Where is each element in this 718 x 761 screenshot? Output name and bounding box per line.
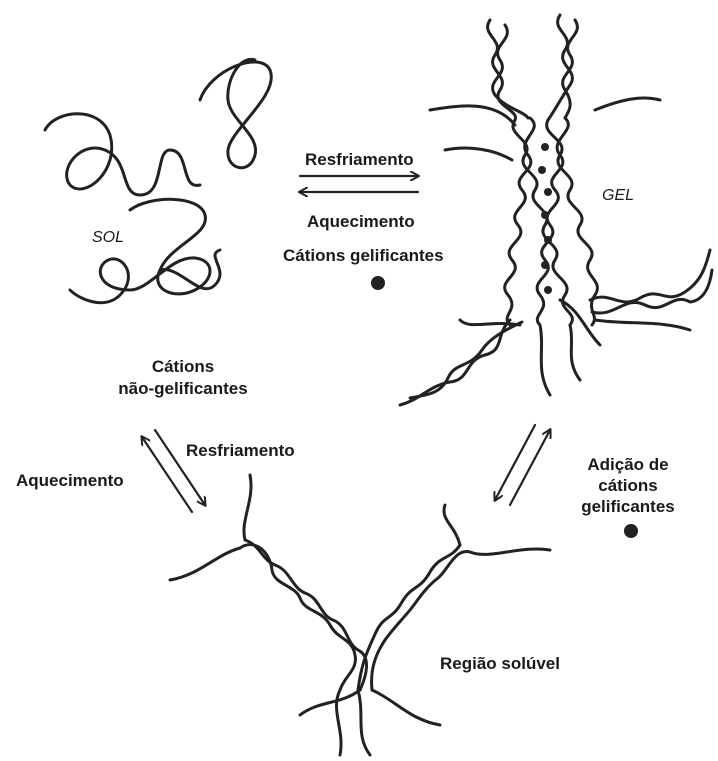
gel-branch-right-tail [595,320,690,330]
soluble-tail-4 [470,549,550,554]
gel-helix-left [513,120,572,325]
soluble-tail-8 [358,690,370,755]
gelling-cation [541,143,549,151]
gelling-cation-marker-top [371,276,385,290]
sol-coil-2 [200,59,271,167]
gel-helix-right [547,120,598,325]
gel-branch-left-1 [445,148,512,160]
gelling-cation [538,166,546,174]
gel-branch-bottom-helix-b [410,322,522,398]
gel-branch-top-6 [595,98,660,110]
soluble-tail-2 [170,548,240,580]
right-label-line3: gelificantes [568,497,688,517]
left-forward-label: Resfriamento [186,441,295,461]
top-forward-label: Resfriamento [305,150,414,170]
gel-branch-right-helix-a [590,250,710,302]
gel-branch-bottom-tail-2 [540,325,550,395]
soluble-tail-1 [244,475,251,540]
sol-random-coils [45,59,271,302]
soluble-region-helices [170,475,550,755]
sol-label: SOL [92,228,124,248]
soluble-helix-left-a [245,540,367,690]
gelling-cation [544,236,552,244]
soluble-tail-3 [444,505,460,545]
right-label-line1: Adição de [568,455,688,475]
soluble-tail-5 [300,690,360,715]
gel-label: GEL [602,186,634,206]
non-gelling-label-line2: não-gelificantes [103,379,263,399]
gelling-cation [541,261,549,269]
right-equilibrium-arrows [495,425,550,505]
right-label-line2: cátions [568,476,688,496]
left-backward-label: Aquecimento [16,471,124,491]
gel-helix-left-b [505,118,535,325]
soluble-helix-left-b [240,545,355,690]
non-gelling-label-line1: Cátions [118,357,248,377]
soluble-tail-7 [372,690,440,725]
gelling-cation [544,188,552,196]
gel-branch-bottom-helix-a [400,320,510,405]
gel-aggregate [400,15,712,405]
sol-coil-3 [70,199,210,302]
soluble-region-label: Região solúvel [440,654,560,674]
gel-branch-bottom-tail-3 [570,325,580,380]
gel-branch-top-5 [430,106,515,125]
top-backward-label: Aquecimento [307,212,415,232]
gelling-cation-marker-right [624,524,638,538]
gel-branch-right-helix-b [592,270,712,313]
sol-coil-1 [45,114,200,195]
gelling-cation [541,211,549,219]
top-cations-label: Cátions gelificantes [283,246,444,266]
gelling-cation [544,286,552,294]
top-equilibrium-arrows [300,176,418,192]
